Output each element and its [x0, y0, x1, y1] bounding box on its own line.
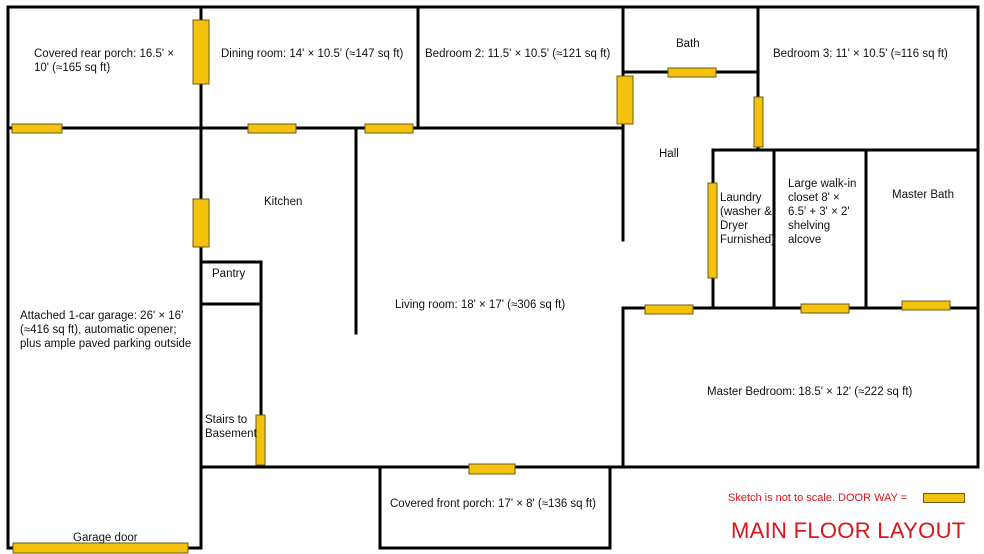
doorway [468, 463, 516, 475]
doorway [707, 182, 718, 279]
doorways [11, 19, 951, 554]
stairs-label: Stairs to Basement [205, 414, 257, 440]
doorway [255, 414, 266, 466]
hall-label: Hall [659, 148, 679, 160]
dining-room-label: Dining room: 14' × 10.5' (≈147 sq ft) [221, 48, 404, 60]
doorway [667, 67, 717, 78]
doorway [364, 123, 414, 134]
garage-label: Attached 1-car garage: 26' × 16' (≈416 s… [20, 310, 192, 350]
legend-text: Sketch is not to scale. DOOR WAY = [728, 492, 908, 504]
master-bath-label: Master Bath [892, 189, 954, 201]
bedroom-2-label: Bedroom 2: 11.5' × 10.5' (≈121 sq ft) [425, 48, 611, 60]
doorway [192, 198, 210, 248]
master-bedroom-label: Master Bedroom: 18.5' × 12' (≈222 sq ft) [707, 386, 913, 398]
living-room-label: Living room: 18' × 17' (≈306 sq ft) [395, 299, 566, 311]
doorway [901, 300, 951, 311]
doorway [800, 303, 850, 314]
door-legend-swatch [923, 493, 965, 503]
laundry-label: Laundry (washer & Dryer Furnished) [720, 192, 775, 246]
garage-door-label: Garage door [73, 532, 138, 544]
doorway [11, 123, 63, 134]
doorway [616, 75, 634, 125]
doorway [644, 304, 694, 315]
walk-in-closet-label: Large walk-in closet 8' × 6.5' + 3' × 2'… [788, 178, 857, 246]
doorway [12, 542, 189, 554]
doorway [247, 123, 297, 134]
covered-rear-porch-label: Covered rear porch: 16.5' × 10' (≈165 sq… [34, 48, 174, 74]
plan-title: MAIN FLOOR LAYOUT [731, 518, 966, 543]
front-porch-label: Covered front porch: 17' × 8' (≈136 sq f… [390, 498, 596, 510]
doorway [192, 19, 210, 85]
doorway [753, 96, 764, 148]
pantry-label: Pantry [212, 268, 246, 280]
bath-label: Bath [676, 38, 700, 50]
kitchen-label: Kitchen [264, 196, 303, 208]
bedroom-3-label: Bedroom 3: 11' × 10.5' (≈116 sq ft) [773, 48, 948, 60]
